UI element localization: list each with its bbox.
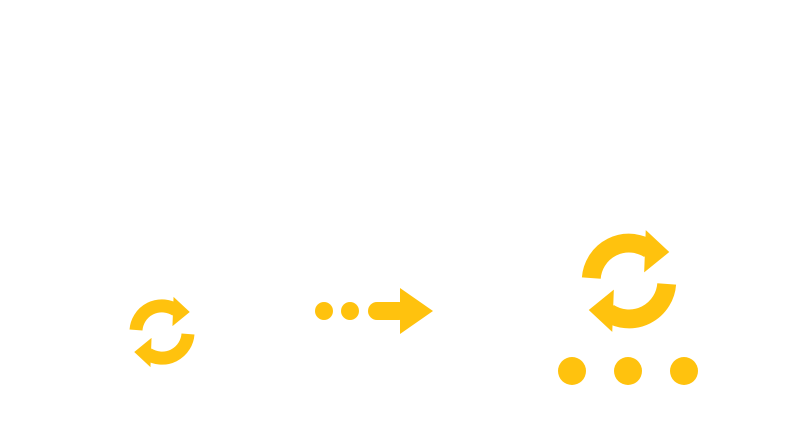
loading-dot [670, 357, 698, 385]
dotted-arrow-right-icon [315, 288, 433, 334]
loading-dot [614, 357, 642, 385]
loading-dots-icon [558, 357, 698, 385]
sync-large-icon [590, 232, 668, 331]
loading-dot [558, 357, 586, 385]
sync-small-icon [135, 298, 189, 366]
